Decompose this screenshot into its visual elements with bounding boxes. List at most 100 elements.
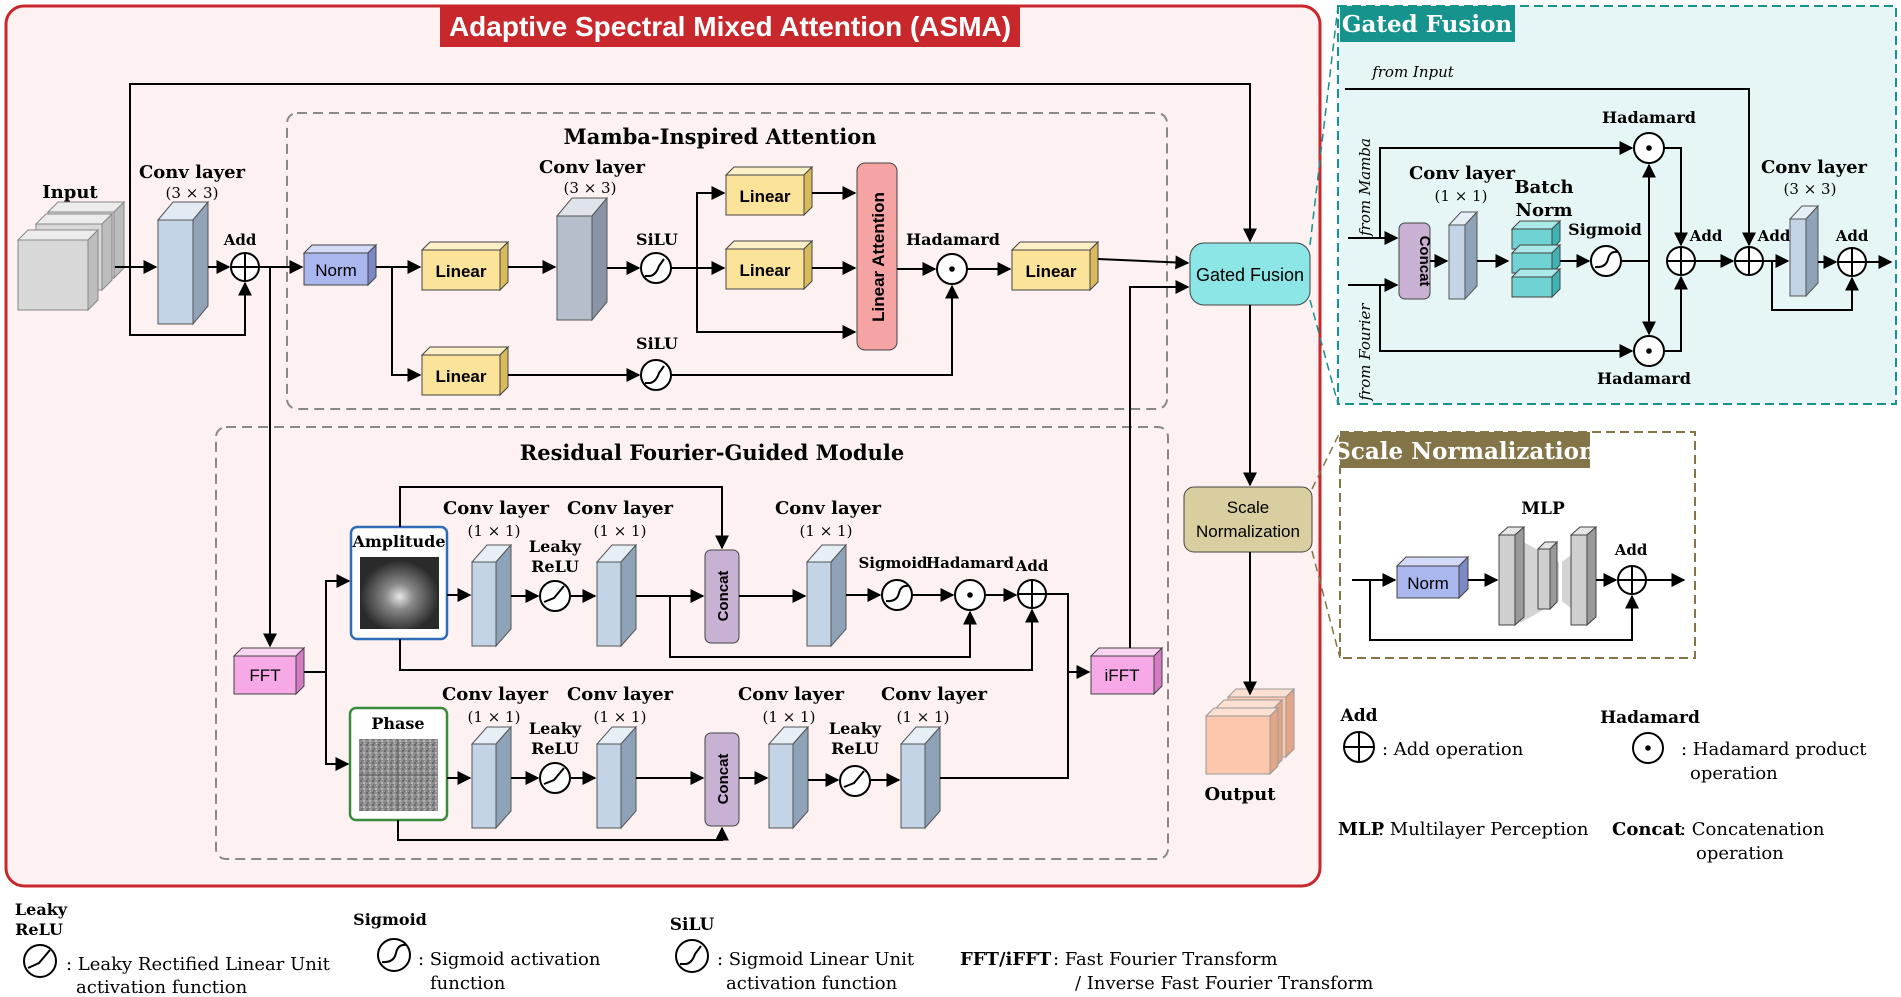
phase-label: Phase <box>371 714 424 733</box>
gf-hadamard-top-label: Hadamard <box>1602 108 1696 127</box>
conv-label-a3: Conv layer <box>775 498 882 519</box>
conv-block-a2 <box>595 543 638 648</box>
conv-block-p4 <box>899 725 942 830</box>
concat-block-p: Concat <box>704 732 740 827</box>
fft-label: FFT <box>249 666 280 685</box>
add-icon <box>1017 579 1047 609</box>
rfgm-box <box>215 426 1169 860</box>
linear-block-5: Linear <box>1010 240 1100 292</box>
mamba-title: Mamba-Inspired Attention <box>564 124 877 149</box>
add-label-a: Add <box>1015 557 1049 575</box>
gf-conv2-label: Conv layer <box>1761 157 1868 178</box>
conv-label-a1: Conv layer <box>443 498 550 519</box>
conv-size-a2: (1 × 1) <box>594 522 647 540</box>
legend-fft-title: FFT/iFFT <box>960 949 1052 970</box>
linear-block-1: Linear <box>420 240 510 292</box>
mlp-icon <box>1497 525 1598 627</box>
sn-norm-block: Norm <box>1395 555 1470 600</box>
rfgm-title: Residual Fourier-Guided Module <box>520 440 904 465</box>
gf-conv1-label: Conv layer <box>1409 163 1516 184</box>
legend-concat-title: Concat <box>1612 819 1683 840</box>
linear-label: Linear <box>435 367 486 386</box>
hadamard-icon <box>1632 732 1664 764</box>
phase-box: Phase <box>348 706 449 822</box>
add-icon <box>1617 565 1647 595</box>
conv-size-p3: (1 × 1) <box>763 708 816 726</box>
mamba-conv-label: Conv layer <box>539 157 646 178</box>
linear-label: Linear <box>435 262 486 281</box>
mlp-label: MLP <box>1521 499 1565 519</box>
gf-sigmoid-label: Sigmoid <box>1568 220 1642 239</box>
sigmoid-label-a: Sigmoid <box>858 554 928 572</box>
amplitude-label: Amplitude <box>351 532 445 551</box>
leaky-label-p2: Leaky <box>829 719 882 738</box>
gf-conv1-block <box>1447 210 1479 301</box>
conv-label-a2: Conv layer <box>567 498 674 519</box>
sigmoid-icon <box>1590 245 1622 277</box>
leaky-label-p1: Leaky <box>529 719 582 738</box>
add-icon <box>1666 246 1696 276</box>
linear-block-4: Linear <box>724 239 814 291</box>
gated-panel-title: Gated Fusion <box>1342 11 1513 38</box>
scale-block-line2: Normalization <box>1196 522 1300 541</box>
leaky-label-a: Leaky <box>529 537 582 556</box>
legend-sigmoid-desc-1: : Sigmoid activation <box>418 949 601 970</box>
concat-label: Concat <box>715 571 732 622</box>
silu-icon <box>675 939 709 973</box>
conv-block-a3 <box>805 543 848 648</box>
legend-sigmoid-desc-2: function <box>430 973 506 994</box>
ifft-block: iFFT <box>1089 646 1164 696</box>
conv-size-p1: (1 × 1) <box>468 708 521 726</box>
add-icon <box>1734 246 1764 276</box>
mamba-hadamard-label: Hadamard <box>906 230 1000 249</box>
concat-block-a: Concat <box>704 549 740 644</box>
connectors <box>115 83 1257 841</box>
silu-label-2: SiLU <box>636 334 678 353</box>
input-conv-block <box>156 200 210 326</box>
gated-fusion-panel: Gated Fusion from Input from Mamba from … <box>1309 5 1897 405</box>
ifft-label: iFFT <box>1105 666 1140 685</box>
mamba-attention-box <box>286 112 1168 410</box>
relu-label-a: ReLU <box>531 557 579 576</box>
conv-label-p2: Conv layer <box>567 684 674 705</box>
norm-label: Norm <box>315 261 357 280</box>
legend-fft-desc-2: / Inverse Fast Fourier Transform <box>1075 973 1373 994</box>
amplitude-spectrum-image <box>360 557 439 629</box>
fft-block: FFT <box>232 646 306 696</box>
input-label: Input <box>42 182 98 203</box>
gf-concat-block: Concat <box>1398 222 1433 300</box>
linear-attention-block: Linear Attention <box>856 162 898 351</box>
gf-batch-label: Batch <box>1514 177 1573 198</box>
silu-label-1: SiLU <box>636 230 678 249</box>
sigmoid-icon <box>377 938 411 972</box>
linear-block-3: Linear <box>724 165 814 217</box>
gf-conv2-block <box>1788 204 1820 298</box>
gf-concat-label: Concat <box>1416 236 1433 287</box>
legend-leaky-desc-2: activation function <box>76 977 248 997</box>
gated-fusion-block: Gated Fusion <box>1189 242 1311 306</box>
sigmoid-icon <box>881 579 913 611</box>
legend-silu-title: SiLU <box>670 915 715 935</box>
asma-title-bar <box>440 5 1020 47</box>
input-conv-label: Conv layer <box>139 162 246 183</box>
silu-icon <box>640 359 672 391</box>
linear-label: Linear <box>739 187 790 206</box>
hadamard-icon <box>954 579 986 611</box>
scale-block-line1: Scale <box>1227 498 1270 517</box>
relu-label-p2: ReLU <box>831 739 879 758</box>
conv-size-p4: (1 × 1) <box>897 708 950 726</box>
conv-label-p4: Conv layer <box>881 684 988 705</box>
output-label: Output <box>1204 784 1276 805</box>
hadamard-icon <box>936 253 968 285</box>
batch-norm-stack-icon <box>1510 219 1562 299</box>
conv-size-a3: (1 × 1) <box>800 522 853 540</box>
conv-block-p1 <box>470 725 513 830</box>
legend-hadamard-desc-2: operation <box>1690 763 1778 784</box>
input-add-label: Add <box>223 231 257 249</box>
gated-fusion-block-label: Gated Fusion <box>1196 265 1304 285</box>
linear-label: Linear <box>739 261 790 280</box>
leaky-relu-icon <box>23 944 57 978</box>
legend-leaky-title-2: ReLU <box>15 920 63 939</box>
linear-block-2: Linear <box>420 345 510 397</box>
sn-add-label: Add <box>1614 541 1648 559</box>
